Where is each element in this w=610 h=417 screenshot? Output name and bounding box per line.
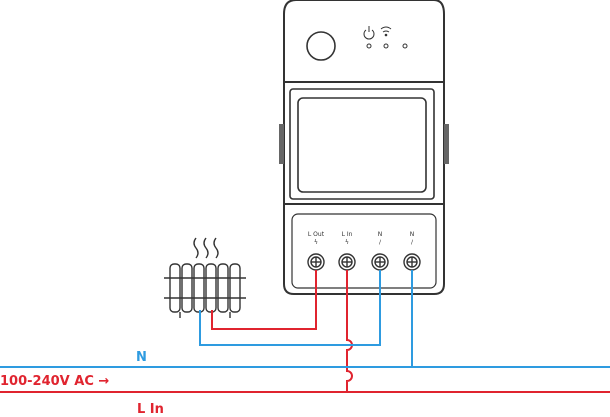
live-in-wire (346, 270, 353, 392)
live-in-label: L In (137, 402, 164, 417)
terminal-label: N (410, 231, 415, 238)
indicator-leds (366, 43, 408, 49)
device-button (306, 31, 336, 61)
neutral-load-wire (199, 270, 381, 346)
power-icon (363, 26, 375, 40)
terminal-symbol: ϟ (345, 239, 349, 246)
terminal-screw (307, 253, 325, 271)
terminal-label: N (378, 231, 383, 238)
wifi-icon (380, 26, 392, 37)
terminal-label: L Out (308, 231, 325, 238)
live-out-wire (211, 270, 317, 330)
terminal-symbol: ∕ (379, 239, 382, 246)
terminal-screw (403, 253, 421, 271)
neutral-label: N (136, 350, 147, 365)
terminal-screw (338, 253, 356, 271)
voltage-label: 100-240V AC → (0, 374, 109, 389)
terminal-label: L In (342, 231, 353, 238)
terminal-symbol: ϟ (314, 239, 318, 246)
heater-icon (164, 237, 246, 318)
side-clip-left (279, 124, 284, 164)
terminal-symbol: ∕ (411, 239, 414, 246)
terminal-screw (371, 253, 389, 271)
side-clip-right (444, 124, 449, 164)
display-screen (297, 97, 427, 193)
